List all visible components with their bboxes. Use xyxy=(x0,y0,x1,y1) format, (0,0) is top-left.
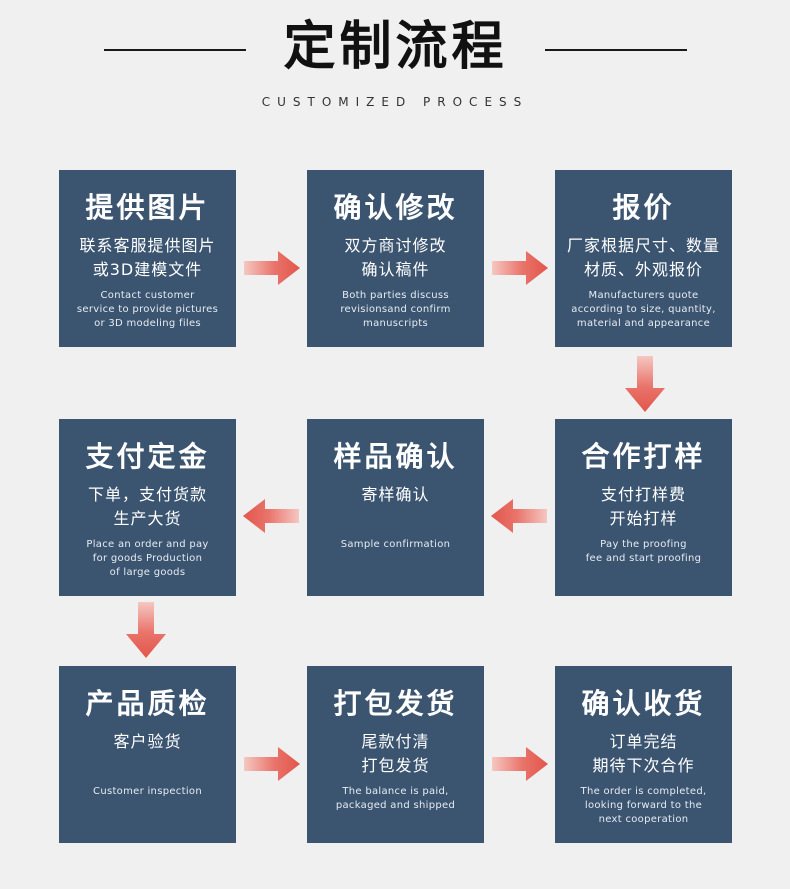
arrow-down-icon xyxy=(625,356,665,412)
step-quality-inspection: 产品质检 客户验货 Customer inspection xyxy=(59,666,236,843)
step-title: 支付定金 xyxy=(85,440,210,473)
step-title: 产品质检 xyxy=(85,687,210,720)
step-description-cn: 尾款付清 打包发货 xyxy=(361,732,430,775)
title-line-right xyxy=(545,49,687,51)
step-title: 合作打样 xyxy=(581,440,706,473)
arrow-right-icon xyxy=(492,249,548,287)
step-description-en: Place an order and pay for goods Product… xyxy=(86,539,209,578)
page-title: 定制流程 xyxy=(283,17,508,77)
step-sample-confirmation: 样品确认 寄样确认 Sample confirmation xyxy=(307,419,484,596)
arrow-down-icon xyxy=(126,602,166,658)
step-quotation: 报价 厂家根据尺寸、数量 材质、外观报价 Manufacturers quote… xyxy=(555,170,732,347)
step-title: 确认收货 xyxy=(581,687,706,720)
step-description-cn: 下单，支付货款 生产大货 xyxy=(87,485,207,528)
step-pack-ship: 打包发货 尾款付清 打包发货 The balance is paid, pack… xyxy=(307,666,484,843)
step-title: 提供图片 xyxy=(85,191,210,224)
arrow-left-icon xyxy=(491,497,547,535)
step-title: 确认修改 xyxy=(333,191,458,224)
step-description-en: Both parties discuss revisionsand confir… xyxy=(340,290,451,329)
step-description-cn: 双方商讨修改 确认稿件 xyxy=(344,236,447,279)
step-title: 打包发货 xyxy=(333,687,458,720)
header: 定制流程 xyxy=(0,0,790,90)
page-subtitle: CUSTOMIZED PROCESS xyxy=(261,95,529,109)
step-description-cn: 寄样确认 xyxy=(361,485,430,504)
title-line-left xyxy=(104,49,246,51)
step-description-cn: 联系客服提供图片 或3D建模文件 xyxy=(79,236,216,279)
step-description-cn: 订单完结 期待下次合作 xyxy=(592,732,695,775)
step-description-cn: 客户验货 xyxy=(113,732,182,751)
arrow-left-icon xyxy=(243,497,299,535)
step-pay-deposit: 支付定金 下单，支付货款 生产大货 Place an order and pay… xyxy=(59,419,236,596)
step-provide-images: 提供图片 联系客服提供图片 或3D建模文件 Contact customer s… xyxy=(59,170,236,347)
arrow-right-icon xyxy=(244,249,300,287)
step-proofing: 合作打样 支付打样费 开始打样 Pay the proofing fee and… xyxy=(555,419,732,596)
arrow-right-icon xyxy=(244,745,300,783)
step-confirm-revision: 确认修改 双方商讨修改 确认稿件 Both parties discuss re… xyxy=(307,170,484,347)
step-description-en: Contact customer service to provide pict… xyxy=(76,290,219,329)
step-description-en: Pay the proofing fee and start proofing xyxy=(585,539,702,564)
step-description-en: Sample confirmation xyxy=(340,539,451,550)
step-description-en: The order is completed, looking forward … xyxy=(580,786,707,825)
step-description-cn: 厂家根据尺寸、数量 材质、外观报价 xyxy=(566,236,720,279)
step-description-en: Manufacturers quote according to size, q… xyxy=(571,290,716,329)
step-title: 样品确认 xyxy=(333,440,458,473)
step-description-cn: 支付打样费 开始打样 xyxy=(600,485,686,528)
step-description-en: The balance is paid, packaged and shippe… xyxy=(335,786,456,811)
step-description-en: Customer inspection xyxy=(93,786,202,797)
step-title: 报价 xyxy=(612,191,675,224)
arrow-right-icon xyxy=(492,745,548,783)
step-confirm-receipt: 确认收货 订单完结 期待下次合作 The order is completed,… xyxy=(555,666,732,843)
